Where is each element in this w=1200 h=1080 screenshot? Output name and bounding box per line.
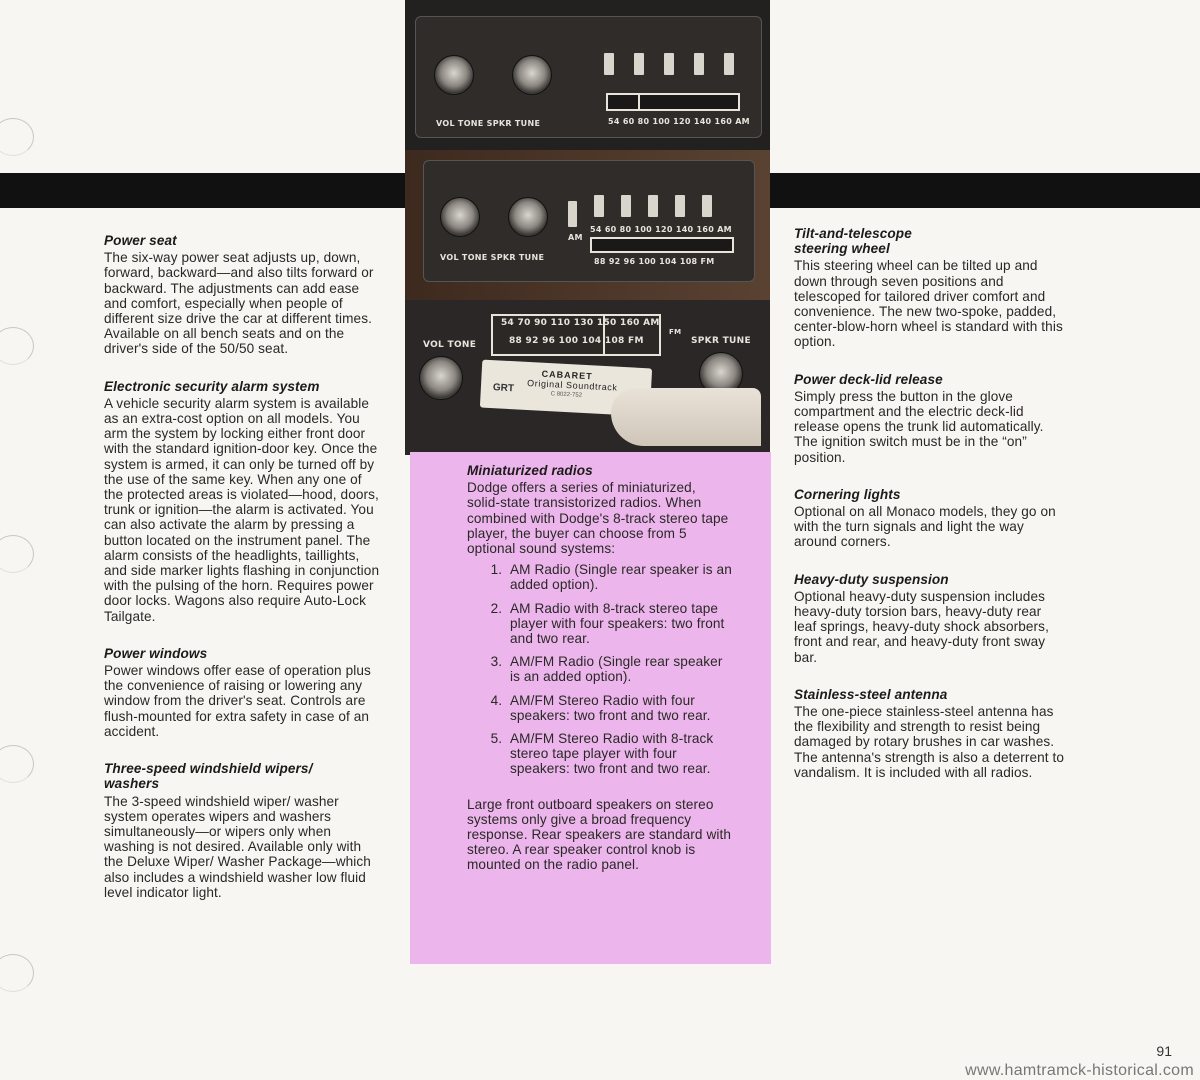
preset-button [594,195,604,217]
speaker-knob [512,55,552,95]
am-scale: 54 60 80 100 120 140 160 AM [590,225,732,234]
preset-button [648,195,658,217]
tape-brand: GRT [492,382,515,395]
radio-photo: VOL TONE SPKR TUNE 54 60 80 100 120 140 … [405,0,770,455]
am-fm-dial [590,237,734,253]
list-item: AM/FM Stereo Radio with four speakers: t… [506,693,732,723]
am-dial [606,93,740,111]
dial-scale: 54 60 80 100 120 140 160 AM [608,117,750,126]
section-body: Power windows offer ease of operation pl… [104,663,371,739]
section-body: A vehicle security alarm system is avail… [104,395,380,624]
section-heading: Power windows [104,645,208,661]
binder-hole [0,745,34,783]
section-heading: Power deck-lid release [794,371,943,387]
pink-sidebar-box [410,452,771,964]
section-closing: Large front outboard speakers on stereo … [467,796,732,873]
preset-button [724,53,734,75]
control-labels: VOL TONE SPKR TUNE [440,253,545,262]
dial-needle [638,93,640,111]
middle-column: Miniaturized radios Dodge offers a serie… [467,463,732,895]
list-item: AM Radio (Single rear speaker is an adde… [506,562,732,592]
preset-button [634,53,644,75]
section-heading: Miniaturized radios [467,463,593,478]
binder-hole [0,535,34,573]
volume-knob [434,55,474,95]
section-body: Optional on all Monaco models, they go o… [794,504,1056,550]
preset-button [675,195,685,217]
section-heading: Tilt-and-telescope steering wheel [794,226,912,257]
fm-label: FM [669,328,682,336]
section-body: Simply press the button in the glove com… [794,388,1044,465]
control-labels-left: VOL TONE [423,340,477,350]
preset-button [621,195,631,217]
tape-subtitle: Original Soundtrack [526,377,618,393]
left-column: Power seat The six-way power seat adjust… [104,233,382,922]
section-heading: Electronic security alarm system [104,378,320,394]
am-fm-switch [568,201,577,227]
volume-knob [440,197,480,237]
section-body: Optional heavy-duty suspension includes … [794,588,1049,665]
dial-needle [603,314,605,354]
section-body: This steering wheel can be tilted up and… [794,258,1063,350]
preset-button [604,53,614,75]
radio-panel-3: 54 70 90 110 130 150 160 AM 88 92 96 100… [405,300,770,455]
page-number: 91 [1156,1043,1172,1059]
section-heading: Stainless-steel antenna [794,686,948,702]
am-fm-dial [491,314,661,356]
volume-knob [419,356,463,400]
watermark-url: www.hamtramck-historical.com [965,1062,1194,1079]
right-column: Tilt-and-telescope steering wheel This s… [794,226,1066,802]
radio-panel-2: AM 54 60 80 100 120 140 160 AM 88 92 96 … [423,160,755,282]
binder-hole [0,118,34,156]
binder-hole [0,954,34,992]
radio-panel-1: VOL TONE SPKR TUNE 54 60 80 100 120 140 … [415,16,762,138]
hand [611,388,761,446]
tape-catalog: C 8022-752 [550,391,583,399]
preset-button [702,195,712,217]
preset-button [664,53,674,75]
section-body: The one-piece stainless-steel antenna ha… [794,704,1065,780]
section-heading: Cornering lights [794,486,901,502]
section-heading: Three-speed windshield wipers/ washers [104,761,313,792]
fm-scale: 88 92 96 100 104 108 FM [509,336,644,346]
list-item: AM/FM Stereo Radio with 8-track stereo t… [506,731,732,777]
section-heading: Power seat [104,233,177,248]
list-item: AM Radio with 8-track stereo tape player… [506,601,732,647]
section-heading: Heavy-duty suspension [794,571,949,587]
binder-hole [0,327,34,365]
preset-button [694,53,704,75]
am-scale: 54 70 90 110 130 150 160 AM [501,318,660,328]
fm-scale: 88 92 96 100 104 108 FM [594,257,715,266]
am-label: AM [568,233,583,242]
control-labels: VOL TONE SPKR TUNE [436,119,541,128]
speaker-knob [508,197,548,237]
section-body: The 3-speed windshield wiper/ washer sys… [104,793,371,900]
section-body: The six-way power seat adjusts up, down,… [104,250,374,357]
sound-systems-list: AM Radio (Single rear speaker is an adde… [467,562,732,776]
section-intro: Dodge offers a series of miniaturized, s… [467,480,729,557]
list-item: AM/FM Radio (Single rear speaker is an a… [506,654,732,684]
control-labels-right: SPKR TUNE [691,336,751,346]
